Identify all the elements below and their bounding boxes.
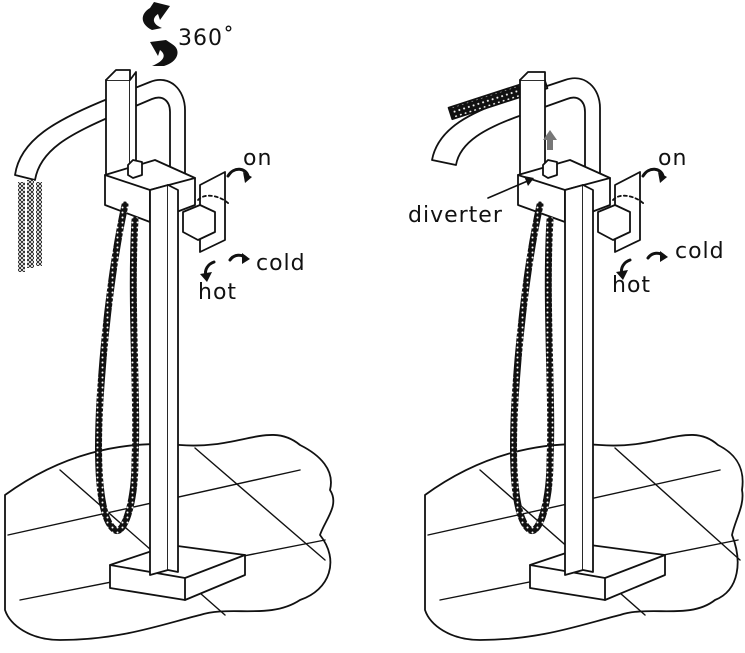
right-on-label: on	[658, 146, 688, 171]
left-on-arrow-icon	[226, 167, 250, 178]
left-on-label: on	[243, 146, 273, 171]
diverter-label: diverter	[408, 203, 503, 228]
left-hose	[95, 201, 140, 534]
left-hot-label: hot	[198, 280, 238, 305]
right-faucet-drawing	[424, 71, 744, 641]
left-handshower	[105, 79, 131, 176]
right-on-arrow-icon	[641, 167, 665, 178]
left-faucet-drawing	[4, 2, 335, 641]
right-cold-label: cold	[675, 239, 725, 264]
left-water-spray	[18, 180, 42, 272]
right-hose	[510, 201, 555, 534]
rotation-label: 360˚	[178, 26, 235, 51]
right-up-arrow-icon	[543, 130, 557, 150]
left-column	[149, 184, 169, 576]
right-column	[564, 184, 584, 576]
diverter-pointer-line	[487, 179, 531, 199]
right-hot-label: hot	[612, 273, 652, 298]
left-rotation-arrow-icon	[142, 2, 178, 66]
left-cold-label: cold	[256, 251, 306, 276]
